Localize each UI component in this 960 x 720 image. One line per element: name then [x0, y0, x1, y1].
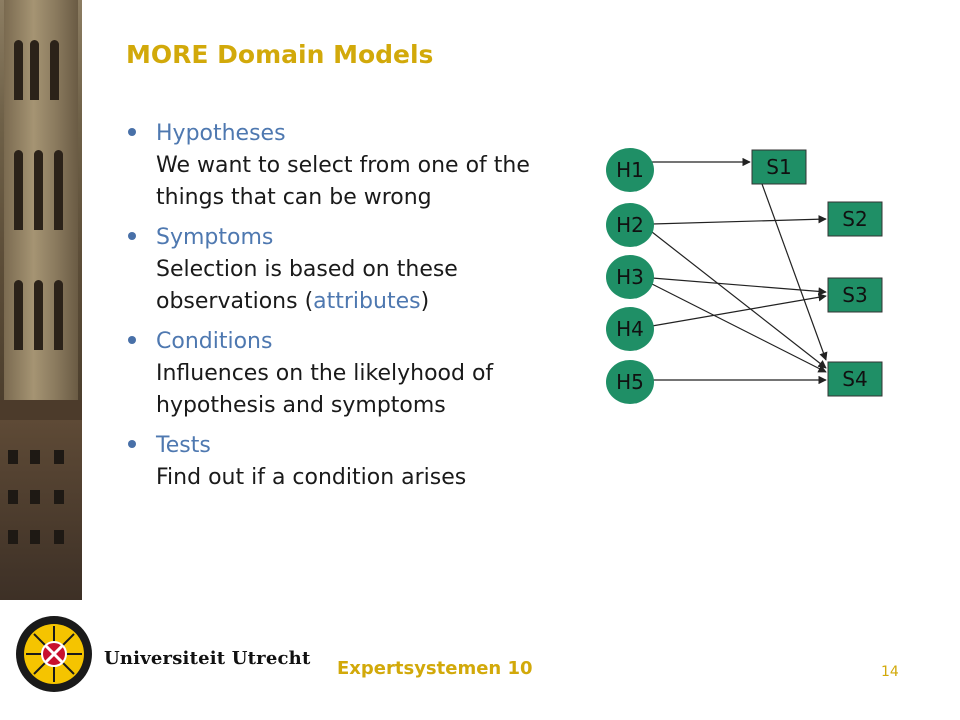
- bullet-list: Hypotheses We want to select from one of…: [126, 118, 586, 502]
- node-s3: S3: [827, 277, 883, 313]
- bullet-text: Influences on the likelyhood of hypothes…: [156, 361, 494, 418]
- node-label: S1: [766, 155, 791, 179]
- bullet-text: Find out if a condition arises: [156, 465, 467, 490]
- node-label: H4: [616, 317, 644, 341]
- node-s2: S2: [827, 201, 883, 237]
- hypothesis-symptom-diagram: H1 H2 H3 H4 H5 S1 S2 S3 S4: [606, 148, 883, 404]
- node-label: S3: [842, 283, 867, 307]
- node-s4: S4: [827, 361, 883, 397]
- node-h5: H5: [606, 360, 654, 404]
- university-name: Universiteit Utrecht: [104, 648, 311, 669]
- node-s1: S1: [751, 149, 807, 185]
- slide-title: MORE Domain Models: [126, 40, 434, 69]
- node-label: H3: [616, 265, 644, 289]
- attributes-highlight: attributes: [313, 289, 421, 314]
- footer-course: Expertsystemen 10: [337, 658, 533, 679]
- bullet-hypotheses: Hypotheses We want to select from one of…: [126, 118, 586, 214]
- bullet-heading: Hypotheses: [156, 121, 286, 146]
- node-label: H5: [616, 370, 644, 394]
- bullet-symptoms: Symptoms Selection is based on these obs…: [126, 222, 586, 318]
- bullet-text: Selection is based on these observations…: [156, 254, 586, 318]
- bullet-dot-icon: [128, 232, 136, 240]
- edge-h3-s4: [651, 283, 827, 373]
- bullet-dot-icon: [128, 440, 136, 448]
- node-h2: H2: [606, 203, 654, 247]
- node-label: S4: [842, 367, 867, 391]
- bullet-dot-icon: [128, 128, 136, 136]
- edge-s1-s4: [761, 183, 828, 361]
- bullet-heading: Symptoms: [156, 225, 274, 250]
- bullet-text: We want to select from one of the things…: [156, 153, 530, 210]
- bullet-tests: Tests Find out if a condition arises: [126, 430, 586, 494]
- node-label: S2: [842, 207, 867, 231]
- bullet-conditions: Conditions Influences on the likelyhood …: [126, 326, 586, 422]
- page-number: 14: [881, 664, 899, 680]
- node-h1: H1: [606, 148, 654, 192]
- node-h4: H4: [606, 307, 654, 351]
- edge-h2-s4: [651, 231, 827, 369]
- edge-h3-s3: [651, 277, 827, 296]
- node-label: H2: [616, 213, 644, 237]
- edge-h2-s2: [651, 215, 827, 225]
- bullet-text-after: ): [420, 289, 430, 314]
- bullet-heading: Conditions: [156, 329, 273, 354]
- university-seal-icon: [16, 616, 92, 692]
- node-label: H1: [616, 158, 644, 182]
- tower-photo: [0, 0, 82, 600]
- bullet-dot-icon: [128, 336, 136, 344]
- bullet-heading: Tests: [156, 433, 211, 458]
- node-h3: H3: [606, 255, 654, 299]
- edge-h4-s3: [651, 293, 827, 327]
- bullet-text-before: Selection is based on these observations…: [156, 257, 458, 314]
